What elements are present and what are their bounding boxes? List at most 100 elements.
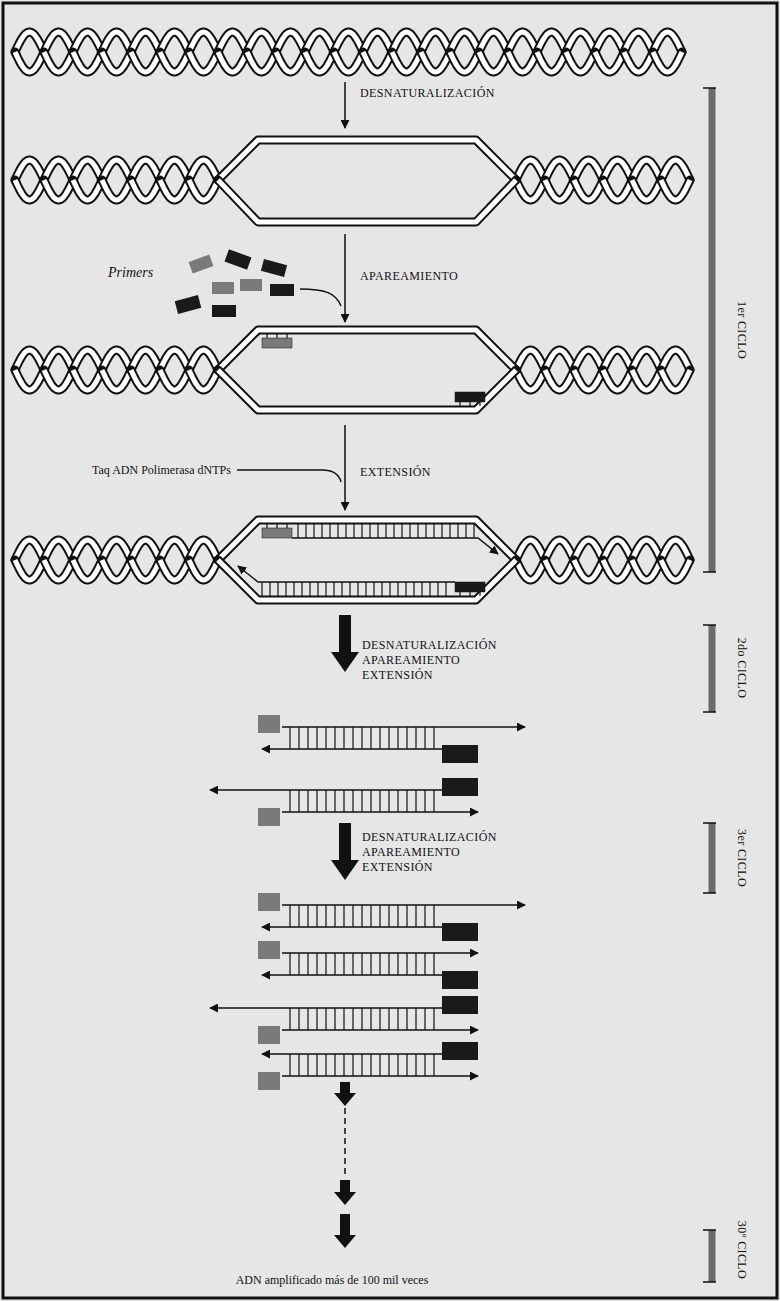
base-pair [379, 1008, 380, 1030]
dna-strand-outline [276, 52, 305, 72]
dna-strand-outline [102, 560, 131, 580]
dna-bubble [15, 330, 690, 410]
primer [240, 279, 262, 291]
dna-strand [661, 540, 690, 560]
dna-strand [160, 350, 189, 370]
primer [212, 282, 234, 294]
dna-duplex [258, 715, 525, 763]
dna-strand-outline [73, 32, 102, 52]
base-pair [465, 524, 466, 538]
base-pair [370, 1054, 371, 1076]
dna-strand-outline [102, 180, 131, 200]
step-arrow [344, 82, 346, 128]
dna-strand [15, 560, 44, 580]
dna-strand-outline [73, 180, 102, 200]
cycle-label: 2do CICLO [734, 638, 749, 699]
primer-bond [286, 334, 287, 338]
dna-strand [189, 560, 218, 580]
base-pair [370, 905, 371, 927]
dna-strand-outline [160, 32, 189, 52]
dna-strand-outline [334, 52, 363, 72]
dna-strand-outline [15, 350, 44, 370]
base-pair [388, 953, 389, 975]
primer [225, 249, 252, 269]
dna-strand [131, 180, 160, 200]
base-pair [393, 524, 394, 538]
base-pair [421, 582, 422, 596]
primer [258, 1072, 280, 1090]
base-pair [433, 1008, 434, 1030]
step-arrow [331, 615, 359, 672]
dna-strand-outline [392, 52, 421, 72]
base-pair [343, 1054, 344, 1076]
dna-strand [44, 560, 73, 580]
dna-strand-outline [421, 32, 450, 52]
dna-strand [102, 180, 131, 200]
bracket-tick [703, 1229, 716, 1231]
dna-strand [189, 370, 218, 390]
base-pair [343, 953, 344, 975]
dna-strand-outline [189, 560, 218, 580]
dna-strand-outline [603, 370, 632, 390]
separated-strand [218, 370, 516, 410]
dna-double-helix [15, 32, 682, 72]
dna-strand-outline [574, 350, 603, 370]
base-pair [388, 727, 389, 749]
dna-strand-outline [624, 52, 653, 72]
step-arrow [334, 1180, 356, 1205]
dna-strand-outline [102, 350, 131, 370]
dna-strand-outline [305, 52, 334, 72]
cycle-bracket [703, 823, 716, 893]
dna-strand-outline [545, 540, 574, 560]
base-pair [343, 790, 344, 812]
base-pair [341, 582, 342, 596]
dna-strand-line [282, 811, 478, 813]
dna-strand [545, 560, 574, 580]
dna-strand [44, 52, 73, 72]
dna-strand [73, 180, 102, 200]
dna-strand [545, 370, 574, 390]
dna-strand-outline [44, 540, 73, 560]
dna-strand [574, 370, 603, 390]
base-pair [329, 524, 330, 538]
base-pair [415, 1008, 416, 1030]
base-pair [388, 1008, 389, 1030]
step-label: APAREAMIENTO [360, 269, 458, 284]
base-pair [285, 582, 286, 596]
dna-strand [516, 540, 545, 560]
leader-line [237, 470, 341, 482]
cycle-label: 1er CICLO [734, 301, 749, 359]
dna-strand-outline [218, 32, 247, 52]
dna-strand [537, 32, 566, 52]
base-pair [397, 727, 398, 749]
dna-strand-outline [102, 540, 131, 560]
dna-strand-outline [603, 350, 632, 370]
dna-strand-outline [508, 52, 537, 72]
dna-strand-outline [160, 180, 189, 200]
base-pair [352, 953, 353, 975]
dna-strand-outline [131, 370, 160, 390]
base-pair [316, 953, 317, 975]
dna-strand-outline [189, 180, 218, 200]
dna-strand [15, 370, 44, 390]
base-pair [352, 1054, 353, 1076]
dna-strand-line [282, 952, 478, 954]
dna-strand [160, 52, 189, 72]
bracket-tick [703, 624, 716, 626]
dna-strand-outline [566, 52, 595, 72]
dna-strand [632, 370, 661, 390]
dna-strand [545, 180, 574, 200]
dna-strand [73, 32, 102, 52]
dna-strand-outline [479, 52, 508, 72]
base-pair [353, 524, 354, 538]
base-pair [334, 1054, 335, 1076]
dna-strand [516, 370, 545, 390]
base-pair [379, 905, 380, 927]
dna-strand [624, 52, 653, 72]
dna-strand [189, 350, 218, 370]
dna-strand-outline [15, 52, 44, 72]
base-pair [316, 905, 317, 927]
dna-strand-outline [661, 160, 690, 180]
reagent-label: Primers [108, 264, 153, 282]
dna-strand-outline [516, 160, 545, 180]
